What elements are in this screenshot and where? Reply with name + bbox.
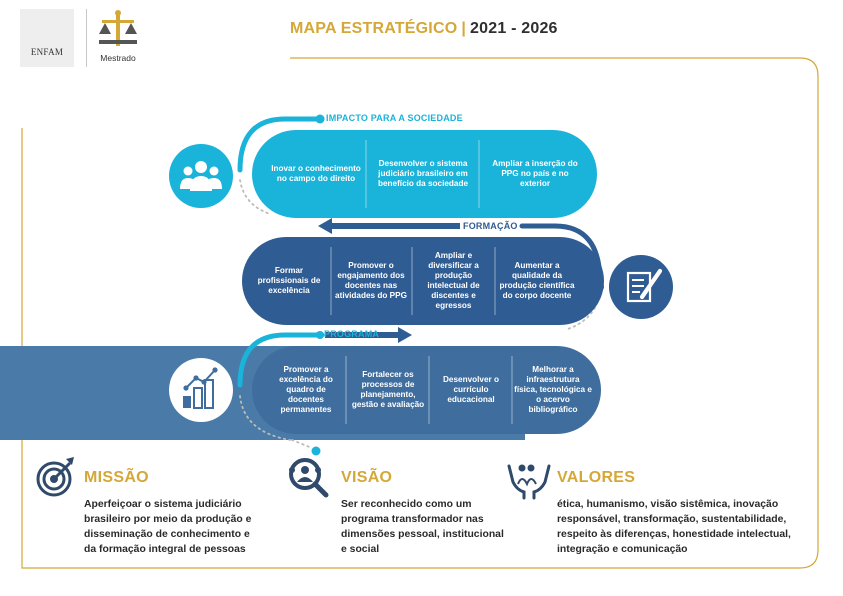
- impacto-item-2: Desenvolver o sistema judiciário brasile…: [377, 159, 469, 188]
- title-separator: |: [461, 20, 467, 37]
- valores-line-4: integração e comunicação: [557, 544, 688, 556]
- programa-item-2: Fortalecer os processos de planejamento,…: [351, 370, 425, 409]
- programa-item-4: Melhorar a infraestrutura física, tecnol…: [514, 365, 592, 414]
- title-main: MAPA ESTRATÉGICO: [290, 20, 458, 37]
- programa-end-dot: [311, 446, 321, 456]
- missao-title: MISSÃO: [84, 469, 149, 486]
- impacto-pill: [252, 130, 597, 218]
- target-icon: [36, 457, 74, 497]
- impacto-arc: [237, 116, 324, 173]
- programa-item-1: Promover a excelência do quadro de docen…: [279, 365, 333, 414]
- visao-title: VISÃO: [341, 469, 393, 486]
- visao-text: Ser reconhecido como um programa transfo…: [341, 497, 541, 557]
- visao-line-1: Ser reconhecido como um: [341, 499, 472, 510]
- formacao-arrow-head: [318, 218, 332, 234]
- formacao-item-3: Ampliar e diversificar a produção intele…: [427, 251, 480, 310]
- magnifier-people-icon: [289, 458, 329, 498]
- title-years: 2021 - 2026: [470, 20, 558, 37]
- programa-arrow-head: [398, 327, 412, 343]
- formacao-item-4: Aumentar a qualidade da produção científ…: [499, 261, 575, 300]
- enfam-logo-box: [20, 9, 74, 67]
- programa-label: PROGRAMA: [324, 329, 380, 339]
- impacto-label: IMPACTO PARA A SOCIEDADE: [326, 113, 463, 123]
- valores-title: VALORES: [557, 469, 636, 486]
- valores-text: ética, humanismo, visão sistêmica, inova…: [557, 497, 813, 557]
- formacao-item-2: Promover o engajamento dos docentes nas …: [335, 261, 407, 300]
- visao-line-4: e social: [341, 544, 380, 556]
- document-pen-icon: [626, 268, 663, 303]
- impacto-item-1: Inovar o conhecimento no campo do direit…: [271, 164, 361, 183]
- missao-line-4: da formação integral de pessoas: [84, 544, 246, 556]
- mestrado-logo-icon: [99, 10, 137, 46]
- valores-line-1: ética, humanismo, visão sistêmica, inova…: [557, 499, 779, 510]
- formacao-item-1: Formar profissionais de excelência: [257, 266, 321, 295]
- people-group-icon: [180, 161, 222, 191]
- visao-line-2: programa transformador nas: [341, 514, 484, 526]
- enfam-logo-text: ENFAM: [30, 47, 64, 57]
- missao-text: Aperfeiçoar o sistema judiciário brasile…: [84, 497, 284, 557]
- formacao-pill: [242, 237, 604, 325]
- missao-line-3: disseminação de conhecimento e: [84, 529, 250, 541]
- mestrado-logo-text: Mestrado: [100, 53, 136, 63]
- gold-frame: [21, 57, 819, 569]
- valores-line-3: respeito às diferenças, honestidade inte…: [557, 529, 791, 541]
- hands-people-icon: [507, 464, 551, 500]
- growth-chart-icon: [183, 367, 218, 409]
- missao-line-2: brasileiro por meio da produção e: [84, 514, 252, 526]
- logo-divider: [86, 9, 87, 67]
- page-title: MAPA ESTRATÉGICO|2021 - 2026: [290, 20, 558, 38]
- programa-item-3: Desenvolver o currículo educacional: [443, 375, 499, 404]
- formacao-label: FORMAÇÃO: [463, 221, 518, 231]
- programa-arc: [237, 332, 325, 388]
- programa-pill: [252, 346, 601, 434]
- missao-line-1: Aperfeiçoar o sistema judiciário: [84, 499, 242, 510]
- impacto-dot: [315, 114, 325, 124]
- impacto-item-3: Ampliar a inserção do PPG no país e no e…: [492, 159, 578, 188]
- valores-line-2: responsável, transformação, sustentabili…: [557, 514, 787, 526]
- visao-line-3: dimensões pessoal, institucional: [341, 529, 504, 541]
